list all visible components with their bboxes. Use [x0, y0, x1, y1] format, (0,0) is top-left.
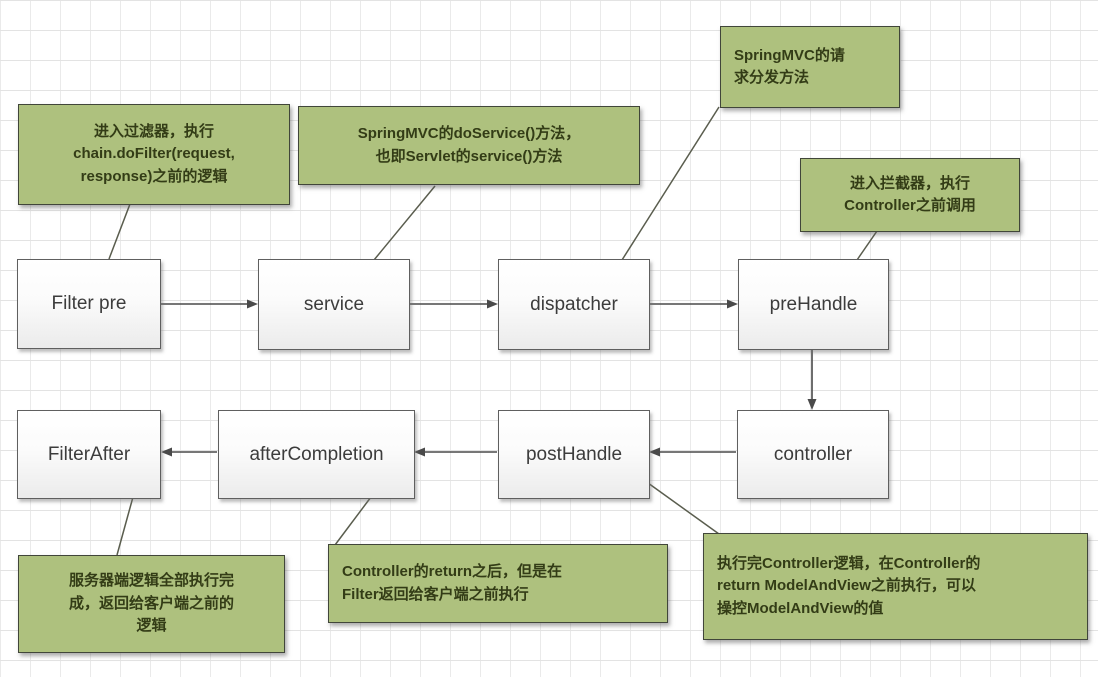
- leader-note-filterafter: [116, 496, 134, 556]
- leader-note-aftercompletion: [334, 496, 372, 546]
- callout-service-note: SpringMVC的doService()方法， 也即Servlet的servi…: [298, 106, 640, 185]
- node-controller: controller: [737, 410, 889, 499]
- leader-note-dispatcher: [621, 106, 720, 261]
- callout-filter-pre-note: 进入过滤器，执行 chain.doFilter(request, respons…: [18, 104, 290, 205]
- callout-aftercompletion-note: Controller的return之后，但是在 Filter返回给客户端之前执行: [328, 544, 668, 623]
- node-posthandle: postHandle: [498, 410, 650, 499]
- node-filter-pre: Filter pre: [17, 259, 161, 349]
- node-filterafter-label: FilterAfter: [47, 443, 131, 465]
- node-filterafter: FilterAfter: [17, 410, 161, 499]
- node-prehandle-label: preHandle: [769, 293, 858, 315]
- leader-note-posthandle: [647, 482, 720, 535]
- node-prehandle: preHandle: [738, 259, 889, 350]
- node-dispatcher: dispatcher: [498, 259, 650, 350]
- node-dispatcher-label: dispatcher: [530, 293, 618, 315]
- callout-filterafter-note: 服务器端逻辑全部执行完 成，返回给客户端之前的 逻辑: [18, 555, 285, 653]
- node-service: service: [258, 259, 410, 350]
- leader-note-service: [373, 185, 436, 261]
- callout-prehandle-note: 进入拦截器，执行 Controller之前调用: [800, 158, 1020, 232]
- node-controller-label: controller: [773, 443, 853, 465]
- node-aftercompletion-label: afterCompletion: [249, 443, 384, 465]
- node-service-label: service: [303, 293, 365, 315]
- node-filter-pre-label: Filter pre: [51, 293, 127, 314]
- leader-note-filter-pre: [108, 203, 131, 260]
- leader-note-prehandle: [856, 230, 878, 261]
- node-posthandle-label: postHandle: [525, 443, 623, 465]
- callout-dispatcher-note: SpringMVC的请 求分发方法: [720, 26, 900, 108]
- node-aftercompletion: afterCompletion: [218, 410, 415, 499]
- callout-posthandle-note: 执行完Controller逻辑，在Controller的 return Mode…: [703, 533, 1088, 640]
